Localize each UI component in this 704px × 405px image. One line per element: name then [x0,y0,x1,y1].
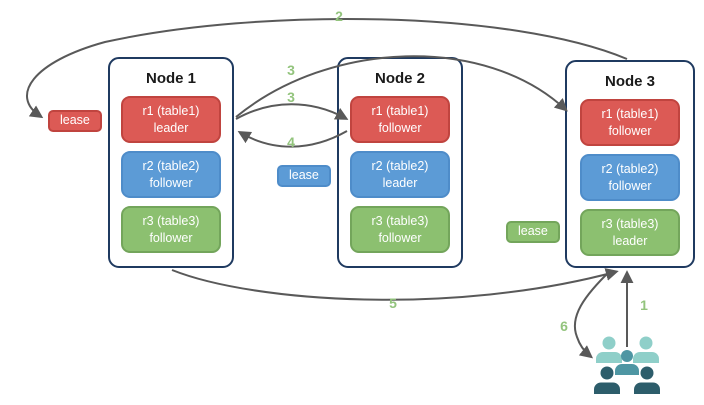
replica-role: follower [149,175,193,190]
node-1-replica-r1: r1 (table1) leader [121,96,221,143]
user-figure-head [621,350,633,362]
node-2-replica-r2: r2 (table2) leader [350,151,450,198]
node-1-replica-r3: r3 (table3) follower [121,206,221,253]
users-group-icon [594,336,660,394]
replica-range: r3 (table3) [601,217,659,232]
replica-role: follower [378,120,422,135]
node-2-replica-r1: r1 (table1) follower [350,96,450,143]
user-figure-head [640,366,654,380]
node-2: Node 2 r1 (table1) follower r2 (table2) … [337,57,463,268]
replica-range: r2 (table2) [371,159,429,174]
step-label-1: 1 [640,297,648,313]
replica-role: follower [608,178,652,193]
user-figure-body [594,382,620,394]
step-label-2: 2 [335,8,343,24]
replica-range: r1 (table1) [601,107,659,122]
user-figure-body [634,382,660,394]
node-3-replica-r2: r2 (table2) follower [580,154,680,201]
step-label-6: 6 [560,318,568,334]
node-3-title: Node 3 [604,73,655,90]
user-figure-body [596,352,622,363]
replica-range: r2 (table2) [142,159,200,174]
replica-range: r3 (table3) [142,214,200,229]
replica-range: r3 (table3) [371,214,429,229]
node-1-replica-r2: r2 (table2) follower [121,151,221,198]
step-label-5: 5 [389,295,397,311]
user-figure-head [602,336,616,350]
node-2-replica-r3: r3 (table3) follower [350,206,450,253]
replica-role: follower [608,123,652,138]
user-figure-head [639,336,653,350]
replica-role: leader [382,175,418,190]
replica-role: leader [612,233,648,248]
node-3-replica-r1: r1 (table1) follower [580,99,680,146]
lease-tag-blue: lease [277,165,331,187]
node-1-title: Node 1 [145,70,196,87]
node-3-replica-r3: r3 (table3) leader [580,209,680,256]
lease-tag-red: lease [48,110,102,132]
replica-role: follower [149,230,193,245]
step-label-3a: 3 [287,62,295,78]
step-label-3b: 3 [287,89,295,105]
user-figure-body [615,364,639,375]
user-figure-body [633,352,659,363]
node-1: Node 1 r1 (table1) leader r2 (table2) fo… [108,57,234,268]
node-3: Node 3 r1 (table1) follower r2 (table2) … [565,60,695,268]
lease-tag-green: lease [506,221,560,243]
replica-range: r1 (table1) [142,104,200,119]
replica-range: r1 (table1) [371,104,429,119]
step-label-4: 4 [287,134,295,150]
arrow-step-6 [573,269,612,359]
replica-range: r2 (table2) [601,162,659,177]
replica-role: follower [378,230,422,245]
replica-role: leader [153,120,189,135]
arrow-step-3-to-node2 [235,103,349,120]
user-figure-head [600,366,614,380]
node-2-title: Node 2 [374,70,425,87]
